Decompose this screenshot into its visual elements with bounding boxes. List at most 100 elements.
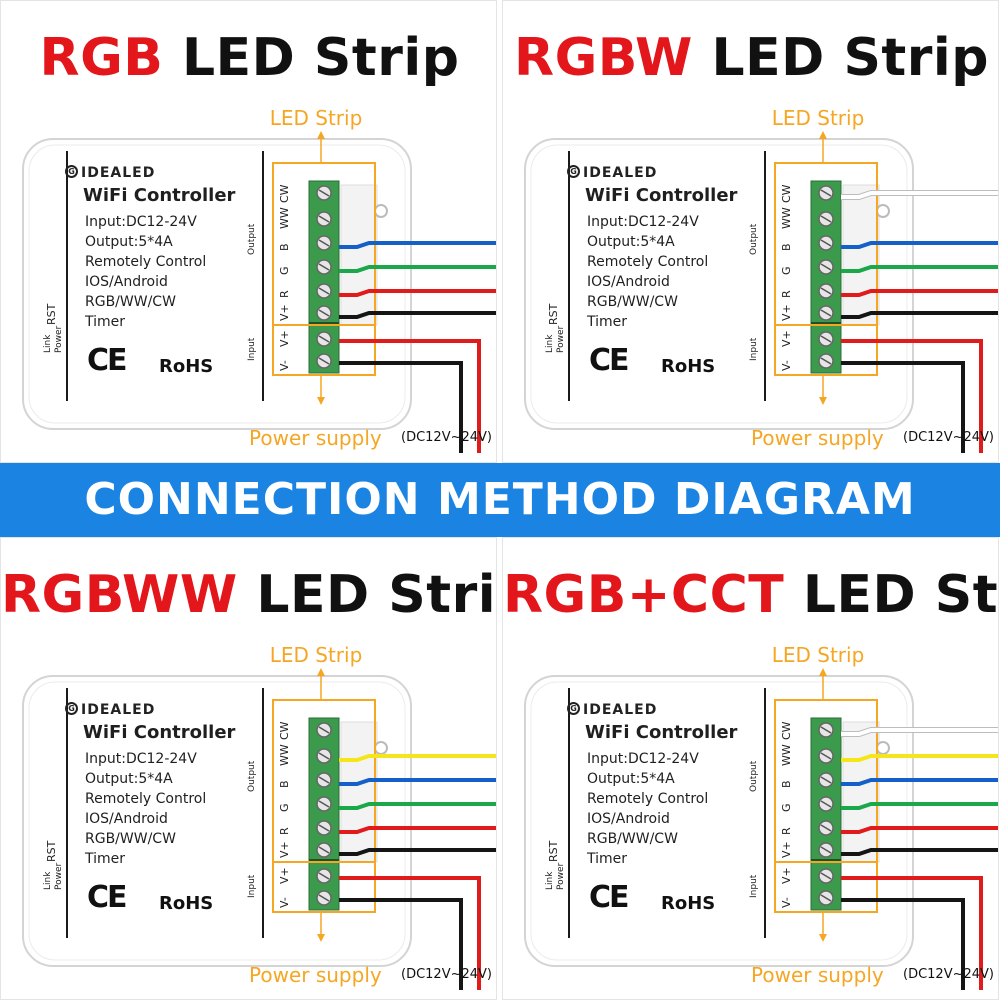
power-supply-label: Power supply bbox=[751, 426, 884, 450]
power-supply-label: Power supply bbox=[249, 426, 382, 450]
screw-slot bbox=[820, 894, 832, 902]
screw-slot bbox=[318, 824, 330, 832]
pin-label-vplus-in: V+ bbox=[780, 330, 793, 347]
input-label: Input bbox=[749, 337, 759, 361]
power-supply-label: Power supply bbox=[249, 963, 382, 987]
screw-slot bbox=[318, 726, 330, 734]
wire-green bbox=[339, 802, 496, 810]
power-wire-black bbox=[339, 361, 463, 453]
led-arrow-head bbox=[819, 131, 827, 139]
led-arrow-head bbox=[317, 131, 325, 139]
pin-label-ww: WW bbox=[278, 744, 291, 766]
wire-yellow bbox=[841, 754, 998, 762]
screw-slot bbox=[820, 263, 832, 271]
wire-blue bbox=[841, 778, 998, 786]
screw-slot bbox=[318, 800, 330, 808]
screw-hole bbox=[876, 741, 890, 755]
pin-label-vplus-in: V+ bbox=[780, 867, 793, 884]
link-label: Link bbox=[545, 871, 555, 890]
wire-red bbox=[841, 289, 998, 297]
input-highlight-box bbox=[272, 861, 376, 913]
output-label: Output bbox=[749, 223, 759, 255]
rohs-mark: RoHS bbox=[159, 893, 214, 914]
screw-slot bbox=[820, 846, 832, 854]
wire-green bbox=[841, 265, 998, 273]
spec-line: IOS/Android bbox=[587, 811, 670, 827]
screw-slot bbox=[820, 309, 832, 317]
spec-line: Input:DC12-24V bbox=[587, 214, 699, 230]
panel-title-highlight: RGBWW bbox=[1, 565, 238, 625]
spec-line: Output:5*4A bbox=[587, 234, 675, 250]
spec-line: RGB/WW/CW bbox=[85, 831, 176, 847]
panel-title-highlight: RGB+CCT bbox=[503, 565, 785, 625]
controller-wiring-svg bbox=[524, 131, 998, 453]
screw-hole bbox=[374, 741, 388, 755]
case-side-block bbox=[340, 184, 378, 326]
spec-line: IOS/Android bbox=[587, 274, 670, 290]
banner-title: CONNECTION METHOD DIAGRAM bbox=[84, 474, 916, 525]
power-wire-black bbox=[841, 361, 965, 453]
spec-line: Timer bbox=[85, 314, 126, 330]
input-label: Input bbox=[247, 337, 257, 361]
wiring-panel-1: RGB LED Strip G IDEALED bbox=[0, 0, 497, 463]
power-label: Power bbox=[54, 862, 64, 890]
dc-range-label: (DC12V~24V) bbox=[903, 430, 994, 445]
link-label: Link bbox=[43, 334, 53, 353]
spec-line: IOS/Android bbox=[85, 811, 168, 827]
rohs-mark: RoHS bbox=[661, 893, 716, 914]
link-label: Link bbox=[43, 871, 53, 890]
screw-slot bbox=[318, 335, 330, 343]
wiring-panel-2: RGBW LED Strip G IDEALED bbox=[502, 0, 999, 463]
dc-range-label: (DC12V~24V) bbox=[401, 967, 492, 982]
panel-title-rest: LED Strip bbox=[163, 28, 460, 88]
spec-line: Remotely Control bbox=[587, 254, 709, 270]
screw-slot bbox=[318, 287, 330, 295]
power-wire-red bbox=[841, 339, 983, 453]
power-arrow-head bbox=[317, 397, 325, 405]
pin-label-b: B bbox=[780, 780, 793, 788]
screw-group bbox=[316, 185, 332, 369]
pin-label-b: B bbox=[780, 243, 793, 251]
wire-blue bbox=[339, 241, 496, 249]
g-logo-icon: G bbox=[567, 165, 580, 178]
pin-label-cw: CW bbox=[780, 184, 793, 203]
screw-slot bbox=[318, 776, 330, 784]
panel-title-rest: LED Strip bbox=[256, 565, 497, 625]
brand-name: IDEALED bbox=[583, 165, 658, 181]
ce-mark-icon: CE bbox=[589, 343, 629, 378]
controller-body-inner bbox=[530, 681, 908, 961]
spec-line: Timer bbox=[85, 851, 126, 867]
controller-title: WiFi Controller bbox=[83, 722, 236, 743]
power-wire-red bbox=[841, 876, 983, 990]
led-strip-label: LED Strip bbox=[771, 643, 865, 667]
pin-label-vplus-out: V+ bbox=[780, 841, 793, 858]
panel-title: RGB+CCT LED Strip bbox=[503, 560, 998, 630]
screw-slot bbox=[820, 335, 832, 343]
rst-label: RST bbox=[547, 303, 560, 325]
pin-label-r: R bbox=[278, 827, 291, 835]
screw-slot bbox=[820, 824, 832, 832]
output-label: Output bbox=[247, 223, 257, 255]
pin-label-vplus-out: V+ bbox=[278, 841, 291, 858]
screw-slot bbox=[820, 752, 832, 760]
wire-white bbox=[841, 191, 998, 199]
dc-range-label: (DC12V~24V) bbox=[903, 967, 994, 982]
spec-line: Input:DC12-24V bbox=[587, 751, 699, 767]
wiring-panel-3: RGBWW LED Strip G IDEALED bbox=[0, 537, 497, 1000]
g-logo-icon: G bbox=[65, 702, 78, 715]
rohs-mark: RoHS bbox=[661, 356, 716, 377]
brand-name: IDEALED bbox=[583, 702, 658, 718]
panel-title: RGB LED Strip bbox=[1, 23, 496, 93]
screw-slot bbox=[820, 726, 832, 734]
led-arrow-head bbox=[819, 668, 827, 676]
screw-group bbox=[316, 722, 332, 906]
spec-line: Input:DC12-24V bbox=[85, 751, 197, 767]
wire-white bbox=[841, 728, 998, 736]
connection-method-banner: CONNECTION METHOD DIAGRAM bbox=[0, 463, 1000, 537]
pin-label-vminus: V- bbox=[278, 897, 291, 908]
controller-body-inner bbox=[530, 144, 908, 424]
rst-label: RST bbox=[45, 840, 58, 862]
screw-slot bbox=[318, 872, 330, 880]
panel-title: RGBW LED Strip bbox=[503, 23, 998, 93]
pin-label-cw: CW bbox=[278, 184, 291, 203]
